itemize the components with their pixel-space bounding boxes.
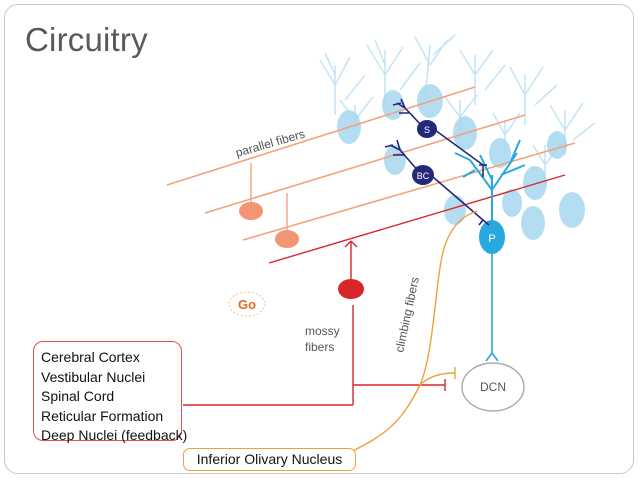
purkinje-label: P (488, 233, 495, 245)
dcn-label: DCN (480, 380, 506, 394)
input-source: Deep Nuclei (feedback) (41, 427, 188, 443)
slide-title: Circuitry (25, 21, 148, 58)
dcn-cell (461, 362, 525, 412)
inferior-olive-box: Inferior Olivary Nucleus (183, 448, 356, 471)
input-source: Spinal Cord (41, 388, 115, 404)
mossy-fiber-lines (183, 174, 566, 406)
stellate-cell (417, 120, 437, 138)
input-source: Reticular Formation (41, 407, 164, 424)
granule-cell-1 (239, 202, 263, 220)
purkinje-axon (485, 253, 499, 362)
input-source: Vestibular Nuclei (41, 368, 146, 385)
purkinje-cell (479, 220, 505, 254)
slide: Circuitry (4, 4, 634, 474)
mossy-label-1: mossy (305, 324, 340, 338)
interneuron-dendrites (384, 98, 490, 226)
parallel-fibers-label: parallel fibers (234, 127, 306, 160)
circuit-diagram: parallel fibers S BC P Go mossy fibers c… (166, 34, 596, 456)
golgi-cell (338, 279, 364, 299)
parallel-fiber-lines (166, 86, 576, 241)
granule-cell-2 (275, 230, 299, 248)
golgi-label: Go (238, 297, 256, 312)
mossy-inputs-box: Cerebral Cortex Vestibular Nuclei Spinal… (33, 341, 187, 443)
granule-stems (250, 163, 288, 233)
basket-label: BC (417, 171, 430, 181)
mossy-label-2: fibers (305, 340, 334, 354)
climbing-fiber-lines (344, 210, 478, 456)
stellate-label: S (424, 125, 430, 135)
basket-cell (412, 165, 434, 185)
pale-dendrites (319, 34, 596, 185)
purkinje-dendrites (454, 139, 526, 227)
input-source: Cerebral Cortex (41, 349, 140, 365)
climbing-fibers-label: climbing fibers (392, 276, 422, 354)
